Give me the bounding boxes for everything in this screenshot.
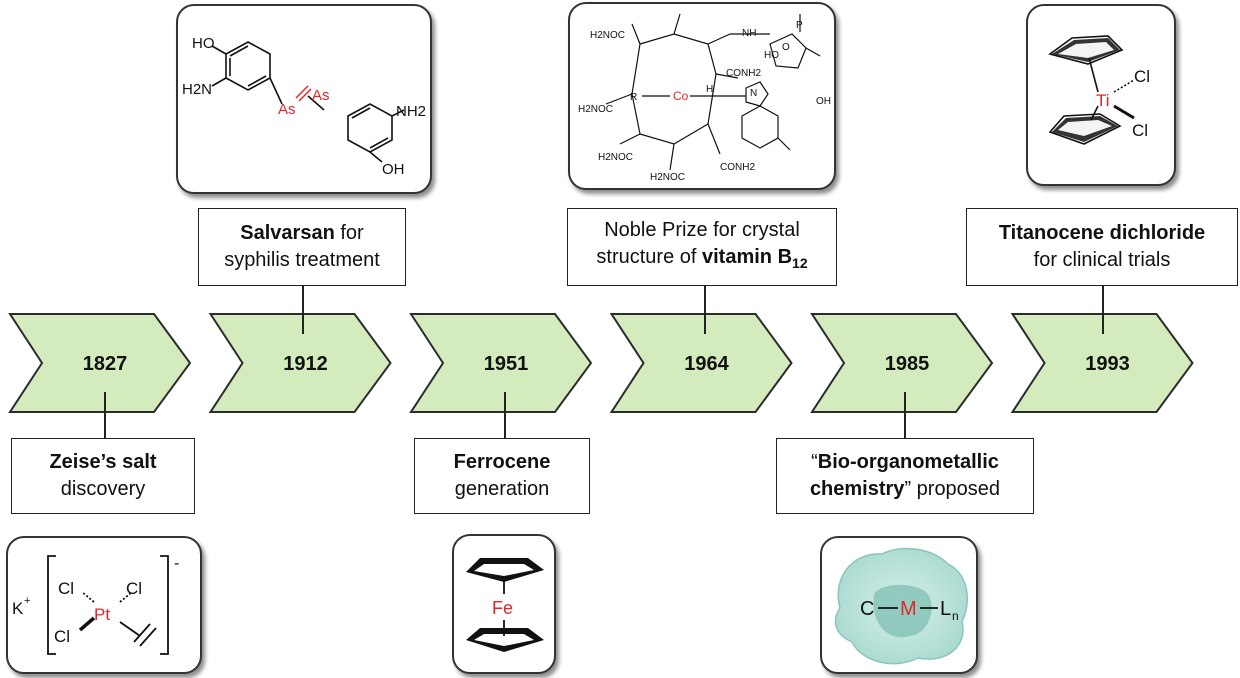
event-bioorg-title: Bio-organometallic <box>817 451 999 473</box>
svg-text:HO: HO <box>192 35 215 52</box>
svg-text:P: P <box>796 20 803 31</box>
svg-text:Cl: Cl <box>54 627 70 646</box>
svg-text:R: R <box>630 92 637 103</box>
zeise-salt-structure-card: K + Cl Cl Cl Pt - <box>6 536 202 674</box>
event-zeise-title: Zeise’s salt <box>49 451 157 473</box>
event-b12-line1: Noble Prize for crystal <box>604 219 800 241</box>
event-b12-title: vitamin B <box>702 246 793 268</box>
svg-text:CONH2: CONH2 <box>726 68 761 79</box>
svg-text:Cl: Cl <box>126 579 142 598</box>
svg-text:Cl: Cl <box>1132 121 1148 140</box>
svg-text:H2NOC: H2NOC <box>578 104 613 115</box>
event-ferrocene: Ferrocene generation <box>414 438 590 514</box>
vitamin-b12-structure: H2NOC H2NOC H2NOC H2NOC CONH2 CONH2 R HO… <box>578 13 831 183</box>
platinum-label: Pt <box>94 605 110 624</box>
svg-text:NH: NH <box>742 28 756 39</box>
year-label-1827: 1827 <box>83 353 128 375</box>
event-ferrocene-desc: generation <box>454 478 550 500</box>
year-label-1951: 1951 <box>484 353 529 375</box>
titanocene-structure: Ti Cl Cl <box>1048 35 1150 145</box>
year-label-1993: 1993 <box>1085 353 1130 375</box>
svg-text:Cl: Cl <box>58 579 74 598</box>
event-bioorganometallic: “Bio-organometallic chemistry” proposed <box>776 438 1034 514</box>
svg-text:K: K <box>12 599 24 618</box>
bioorganometallic-structure-card: C M L n <box>820 536 978 674</box>
salvarsan-h2n-label: H2N <box>182 81 212 98</box>
svg-text:OH: OH <box>816 96 831 107</box>
svg-text:-: - <box>174 555 179 572</box>
event-ferrocene-title: Ferrocene <box>453 451 551 473</box>
svg-text:n: n <box>952 609 959 623</box>
event-titanocene: Titanocene dichloride for clinical trial… <box>966 208 1238 286</box>
event-zeise-desc: discovery <box>60 478 146 500</box>
vitamin-b12-structure-card: H2NOC H2NOC H2NOC H2NOC CONH2 CONH2 R HO… <box>568 2 836 190</box>
connector-1993 <box>1102 286 1104 334</box>
salvarsan-structure-card: HO H2N NH2 OH As As <box>176 4 432 194</box>
svg-text:H2NOC: H2NOC <box>650 172 685 183</box>
timeline-arrow-1827 <box>8 313 192 413</box>
zeise-salt-structure: K + Cl Cl Cl Pt - <box>12 555 179 655</box>
titanium-label: Ti <box>1096 91 1110 110</box>
timeline-arrow-1993 <box>1010 313 1194 413</box>
event-titanocene-title: Titanocene dichloride <box>998 222 1206 244</box>
year-label-1964: 1964 <box>684 353 729 375</box>
svg-text:As: As <box>312 87 330 104</box>
event-salvarsan: Salvarsan for syphilis treatment <box>198 208 406 286</box>
event-zeise-salt: Zeise’s salt discovery <box>11 438 195 514</box>
svg-text:OH: OH <box>382 161 405 178</box>
svg-text:O: O <box>782 42 790 53</box>
timeline-arrow-1964 <box>609 313 793 413</box>
year-label-1912: 1912 <box>283 353 328 375</box>
svg-text:CONH2: CONH2 <box>720 162 755 173</box>
timeline-arrow-1951 <box>409 313 593 413</box>
b12-cobalt-label: Co <box>673 89 689 103</box>
svg-text:As: As <box>278 101 296 118</box>
bioorganometallic-cell-illustration: C M L n <box>834 547 969 665</box>
ferrocene-structure-card: Fe <box>452 534 556 674</box>
event-salvarsan-title: Salvarsan <box>240 222 335 244</box>
svg-text:+: + <box>24 595 30 607</box>
svg-text:H2NOC: H2NOC <box>598 152 633 163</box>
ferrocene-structure: Fe <box>466 558 544 652</box>
connector-1951 <box>504 392 506 438</box>
svg-text:NH2: NH2 <box>396 103 426 120</box>
metal-m-label: M <box>900 598 917 620</box>
timeline-arrow-1985 <box>810 313 994 413</box>
connector-1964 <box>704 286 706 334</box>
connector-1827 <box>104 392 106 438</box>
svg-text:N: N <box>750 88 757 99</box>
year-label-1985: 1985 <box>885 353 930 375</box>
svg-text:Cl: Cl <box>1134 67 1150 86</box>
salvarsan-structure: HO H2N NH2 OH As As <box>182 35 426 178</box>
connector-1912 <box>302 286 304 334</box>
svg-text:HO: HO <box>764 50 779 61</box>
svg-text:H: H <box>706 84 713 95</box>
svg-text:L: L <box>940 598 951 620</box>
svg-text:C: C <box>860 598 874 620</box>
svg-text:H2NOC: H2NOC <box>590 30 625 41</box>
iron-label: Fe <box>492 598 513 618</box>
event-salvarsan-desc: syphilis treatment <box>224 249 380 271</box>
titanocene-structure-card: Ti Cl Cl <box>1026 4 1176 186</box>
event-titanocene-desc: for clinical trials <box>1033 249 1171 271</box>
event-vitamin-b12: Noble Prize for crystal structure of vit… <box>567 208 837 286</box>
connector-1985 <box>904 392 906 438</box>
timeline-arrow-1912 <box>208 313 392 413</box>
